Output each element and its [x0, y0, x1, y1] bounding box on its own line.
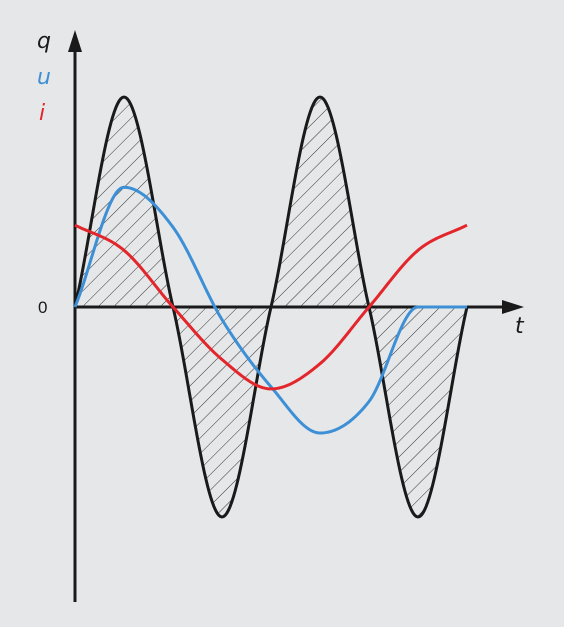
legend-label-q: q [37, 29, 51, 54]
legend-label-i: i [39, 101, 45, 126]
x-axis-label: t [515, 314, 525, 339]
series-u-line [73, 185, 467, 435]
zero-tick-label: 0 [38, 298, 47, 317]
y-axis-arrow [68, 30, 82, 52]
series-i-line [74, 223, 468, 391]
x-axis-arrow [502, 300, 524, 314]
legend-label-u: u [37, 65, 51, 90]
series-q-line [73, 95, 469, 519]
